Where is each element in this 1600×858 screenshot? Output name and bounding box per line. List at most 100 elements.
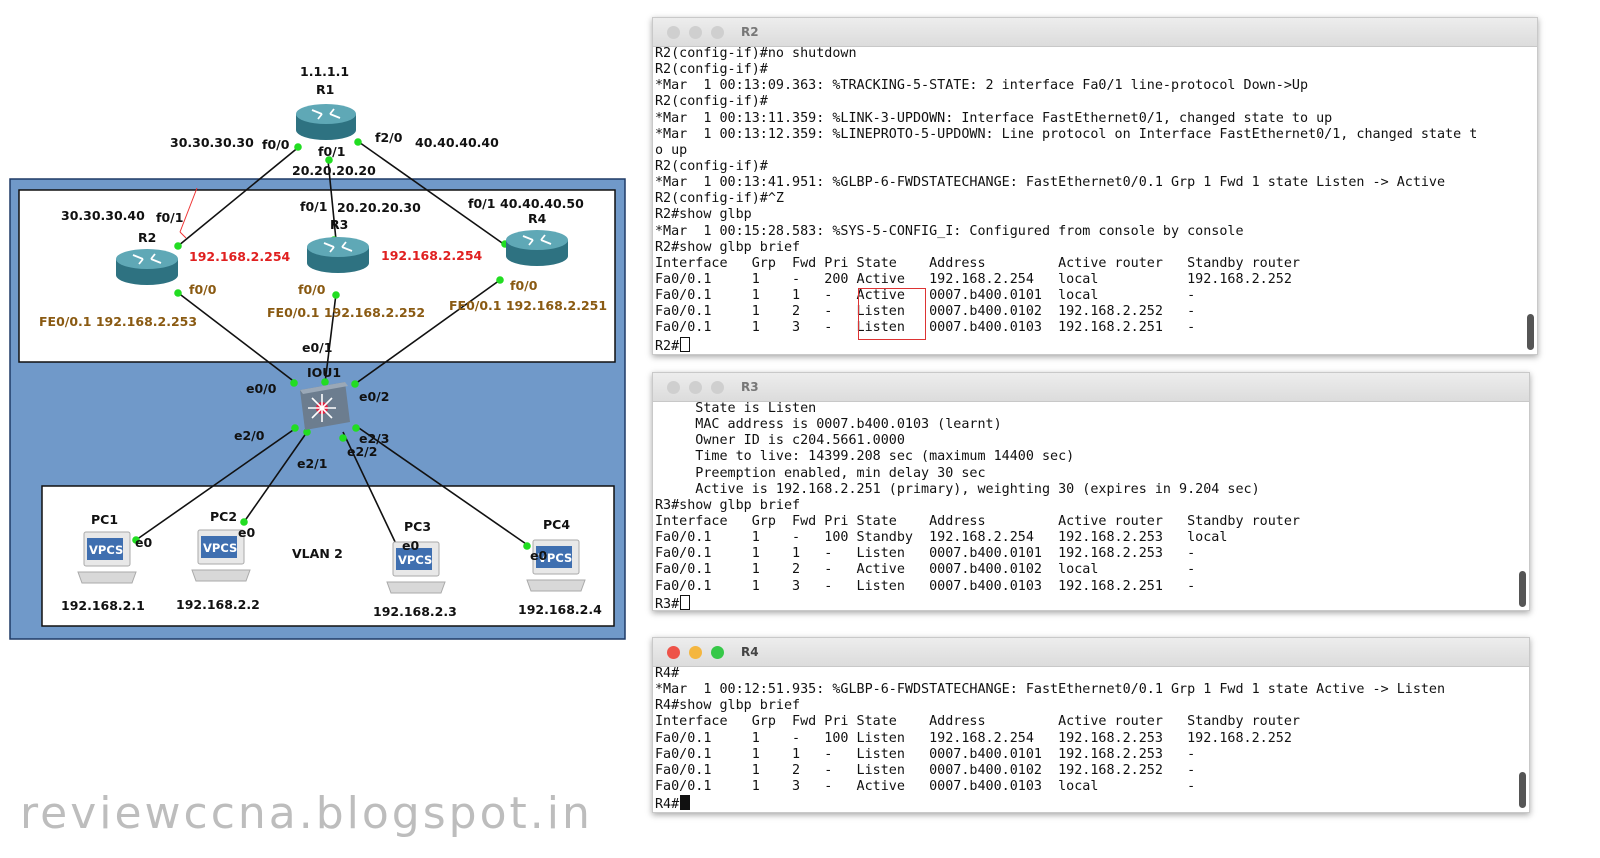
maximize-icon[interactable] [711,26,724,39]
terminal-line: Preemption enabled, min delay 30 sec [655,465,986,481]
prompt: R3# [655,596,680,611]
table-header: Interface Grp Fwd Pri State Address Acti… [655,255,1300,271]
terminal-output[interactable]: R2(config-if)#no shutdown R2(config-if)#… [655,46,1523,354]
prompt: R2# [655,338,680,354]
r3-vip: 192.168.2.254 [381,248,483,263]
titlebar-r3[interactable]: R3 [653,373,1529,402]
sw-e0-2: e0/2 [359,389,390,404]
table-header: Interface Grp Fwd Pri State Address Acti… [655,513,1300,529]
r3-name: R3 [330,217,349,232]
switch-iou1-icon [300,382,350,430]
terminal-line: Active is 192.168.2.251 (primary), weigh… [655,481,1260,497]
sw-e2-1: e2/1 [297,456,328,471]
sw-e0-0: e0/0 [246,381,277,396]
links [135,139,530,547]
table-row: Fa0/0.1 1 2 - Listen 0007.b400.0102 192.… [655,762,1196,778]
terminal-line: *Mar 1 00:12:51.935: %GLBP-6-FWDSTATECHA… [655,682,1446,698]
window-title: R4 [741,645,759,659]
pc2-icon [191,529,251,582]
table-row: Fa0/0.1 1 - 100 Standby 192.168.2.254 19… [655,530,1228,546]
link-dots [132,138,531,550]
maximize-icon[interactable] [711,381,724,394]
r1-if-mid: f0/1 [318,144,346,159]
minimize-icon[interactable] [689,26,702,39]
prompt-line[interactable]: R2# [655,336,1523,354]
r3-wan-if: f0/1 [300,199,328,214]
close-icon[interactable] [667,26,680,39]
terminal-line: R2(config-if)#^Z [655,191,784,207]
pc1-ip: 192.168.2.1 [61,598,145,613]
terminal-line: State is Listen [655,401,817,416]
pc3-if: e0 [402,538,420,553]
r2-name: R2 [138,230,157,245]
scrollbar-thumb[interactable] [1519,772,1526,808]
pc4-if: e0 [530,548,548,563]
network-topology: VPCS VPCS VPCS VPCS 1.1.1.1 R1 30.30.30.… [0,0,640,650]
pc1-icon [77,531,137,584]
r2-wan-if: f0/1 [156,210,184,225]
r1-right-ip: 40.40.40.40 [415,135,499,150]
pc4-icon [526,539,586,592]
sw-e0-1: e0/1 [302,340,333,355]
terminal-line: MAC address is 0007.b400.0103 (learnt) [655,417,1002,433]
state-highlight-box [858,288,926,340]
terminal-line: Owner ID is c204.5661.0000 [655,433,905,449]
topology-canvas [9,104,626,640]
pc4-badge: VPCS [538,551,573,565]
scrollbar-thumb[interactable] [1527,314,1534,350]
r1-if-left: f0/0 [262,137,290,152]
prompt-line[interactable]: R4# [655,795,1515,813]
terminal-line: *Mar 1 00:15:28.583: %SYS-5-CONFIG_I: Co… [655,223,1244,239]
titlebar-r4[interactable]: R4 [653,638,1529,667]
sw-e2-2: e2/2 [347,444,378,459]
table-row: Fa0/0.1 1 1 - Listen 0007.b400.0101 192.… [655,546,1196,562]
r3-sub-if: FE0/0.1 192.168.2.252 [267,305,426,320]
terminal-line: R2(config-if)# [655,62,768,78]
pc2-name: PC2 [210,509,238,524]
r1-if-right: f2/0 [375,130,403,145]
titlebar-r2[interactable]: R2 [653,18,1537,47]
terminal-line: R2(config-if)#no shutdown [655,46,857,61]
close-icon[interactable] [667,381,680,394]
terminal-output[interactable]: R4# *Mar 1 00:12:51.935: %GLBP-6-FWDSTAT… [655,666,1515,812]
terminal-window-r4[interactable]: R4 R4# *Mar 1 00:12:51.935: %GLBP-6-FWDS… [652,637,1530,813]
terminal-line: R2(config-if)# [655,158,768,174]
table-row: Fa0/0.1 1 3 - Active 0007.b400.0103 loca… [655,778,1196,794]
terminal-line: R4#show glbp brief [655,698,801,714]
table-row: Fa0/0.1 1 2 - Active 0007.b400.0102 loca… [655,562,1196,578]
text-cursor [680,594,691,610]
router-r2-icon [116,249,178,285]
sw-e2-3: e2/3 [359,431,390,446]
pc4-name: PC4 [543,517,571,532]
table-row: Fa0/0.1 1 1 - Listen 0007.b400.0101 192.… [655,746,1196,762]
terminal-line: *Mar 1 00:13:09.363: %TRACKING-5-STATE: … [655,78,1309,94]
minimize-icon[interactable] [689,381,702,394]
pc2-ip: 192.168.2.2 [176,597,260,612]
maximize-icon[interactable] [711,646,724,659]
sw-name: IOU1 [307,365,342,380]
r4-wan-if: f0/1 [468,196,496,211]
terminal-line: R2#show glbp brief [655,239,801,255]
terminal-line: R2#show glbp [655,207,752,223]
minimize-icon[interactable] [689,646,702,659]
pc3-ip: 192.168.2.3 [373,604,457,619]
text-cursor [680,336,691,352]
pc1-if: e0 [135,535,153,550]
table-row: Fa0/0.1 1 2 - Listen 0007.b400.0102 192.… [655,304,1196,320]
router-r4-icon [506,230,568,266]
terminal-line: *Mar 1 00:13:11.359: %LINK-3-UPDOWN: Int… [655,110,1333,126]
terminal-output[interactable]: State is Listen MAC address is 0007.b400… [655,401,1515,610]
prompt-line[interactable]: R3# [655,594,1515,611]
table-row: Fa0/0.1 1 - 100 Listen 192.168.2.254 192… [655,730,1292,746]
scrollbar-thumb[interactable] [1519,571,1526,607]
terminal-window-r2[interactable]: R2 R2(config-if)#no shutdown R2(config-i… [652,17,1538,355]
vlan-label: VLAN 2 [292,546,343,561]
prompt: R4# [655,797,680,813]
close-icon[interactable] [667,646,680,659]
r4-wan-ip: 40.40.40.50 [500,196,584,211]
pc2-if: e0 [238,525,256,540]
table-row: Fa0/0.1 1 1 - Active 0007.b400.0101 loca… [655,288,1196,304]
r1-name: R1 [316,82,335,97]
terminal-window-r3[interactable]: R3 State is Listen MAC address is 0007.b… [652,372,1530,611]
pc3-name: PC3 [404,519,432,534]
